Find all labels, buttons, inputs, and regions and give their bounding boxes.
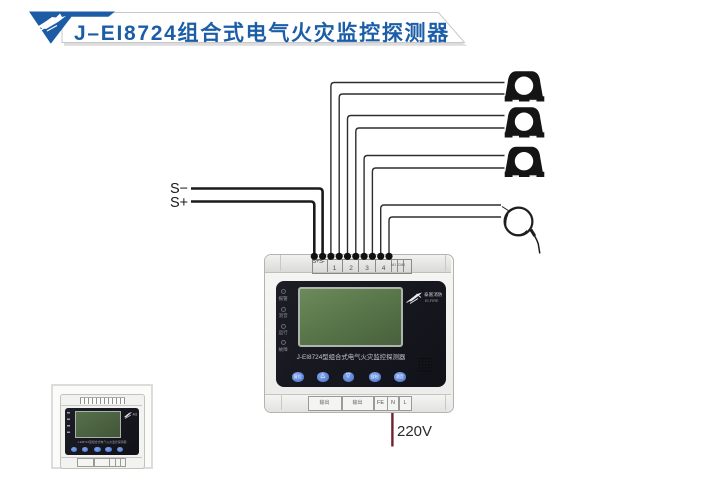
svg-text:EI-FIRE: EI-FIRE <box>425 299 439 303</box>
svg-text:泰富: 泰富 <box>133 412 138 416</box>
svg-text:泰富消防: 泰富消防 <box>424 291 443 298</box>
